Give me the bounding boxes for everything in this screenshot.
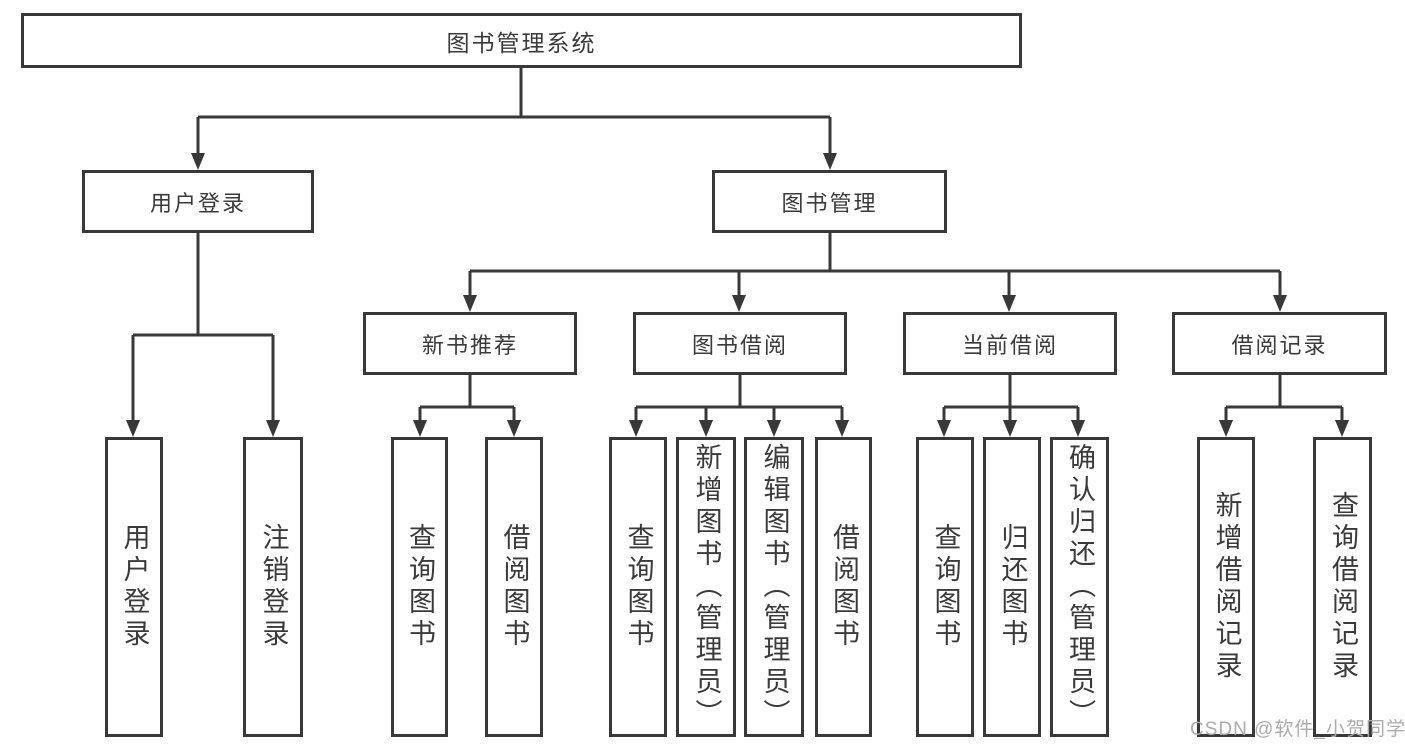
leaf-records-add-record: 新增借阅记录 — [1197, 437, 1255, 737]
leaf-recommend-borrow-books: 借阅图书 — [485, 437, 543, 737]
leaf-borrow-add-books-admin-label: 新增图书（管理员） — [691, 443, 722, 731]
leaf-current-query-books: 查询图书 — [916, 437, 974, 737]
leaf-records-add-record-label: 新增借阅记录 — [1211, 491, 1242, 683]
connector-records-to-leaves — [1224, 375, 1344, 423]
leaf-logout: 注销登录 — [243, 437, 303, 737]
arrowheads — [126, 153, 1349, 437]
connector-borrow-to-leaves — [634, 375, 844, 423]
node-book-borrow: 图书借阅 — [633, 312, 847, 375]
leaf-logout-label: 注销登录 — [258, 523, 289, 651]
leaf-borrow-borrow-books-label: 借阅图书 — [829, 523, 859, 651]
leaf-current-confirm-return-admin: 确认归还（管理员） — [1050, 437, 1109, 737]
leaf-borrow-query-books: 查询图书 — [609, 437, 667, 737]
connector-recommend-to-leaves — [418, 375, 516, 423]
leaf-current-query-books-label: 查询图书 — [930, 523, 961, 651]
leaf-recommend-query-books-label: 查询图书 — [405, 523, 435, 651]
leaf-borrow-query-books-label: 查询图书 — [623, 523, 654, 651]
connector-bookmgmt-to-level3 — [468, 233, 1282, 298]
leaf-borrow-borrow-books: 借阅图书 — [815, 437, 872, 737]
node-borrow-records: 借阅记录 — [1172, 312, 1387, 375]
leaf-current-return-books: 归还图书 — [983, 437, 1041, 737]
leaf-current-confirm-return-admin-label: 确认归还（管理员） — [1065, 443, 1095, 731]
leaf-recommend-query-books: 查询图书 — [391, 437, 448, 737]
leaf-borrow-edit-books-admin-label: 编辑图书（管理员） — [759, 443, 790, 731]
node-current-borrow: 当前借阅 — [903, 312, 1117, 375]
leaf-user-login: 用户登录 — [105, 437, 163, 737]
node-new-book-recommend: 新书推荐 — [363, 312, 577, 375]
leaf-user-login-label: 用户登录 — [119, 523, 150, 651]
leaf-borrow-edit-books-admin: 编辑图书（管理员） — [744, 437, 804, 737]
connector-root-to-level2 — [196, 67, 832, 156]
node-root-library-system: 图书管理系统 — [21, 13, 1022, 68]
node-user-login: 用户登录 — [82, 170, 314, 233]
leaf-records-query-record: 查询借阅记录 — [1313, 437, 1372, 737]
connector-userlogin-to-leaves — [131, 233, 275, 423]
leaf-current-return-books-label: 归还图书 — [997, 523, 1028, 651]
leaf-records-query-record-label: 查询借阅记录 — [1328, 491, 1358, 683]
node-book-management: 图书管理 — [712, 170, 947, 233]
csdn-watermark: CSDN @软件_小贺同学 — [1190, 719, 1405, 740]
connector-current-to-leaves — [942, 375, 1080, 423]
leaf-recommend-borrow-books-label: 借阅图书 — [499, 523, 530, 651]
leaf-borrow-add-books-admin: 新增图书（管理员） — [676, 437, 736, 737]
